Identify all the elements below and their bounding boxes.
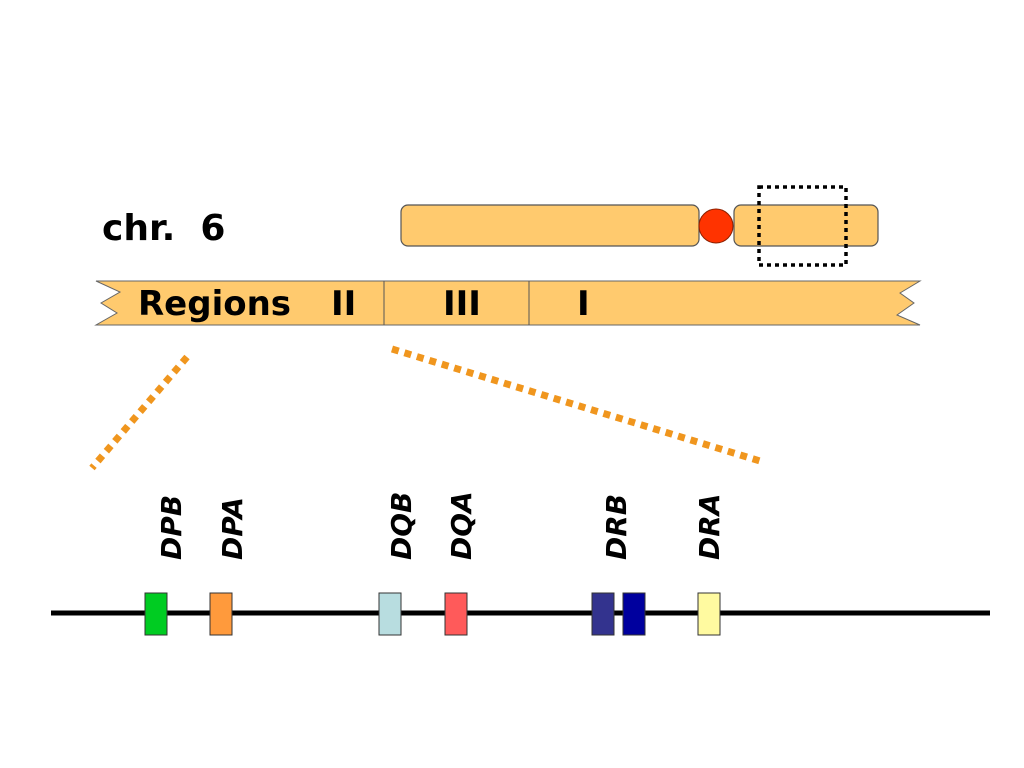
gene-label-dqa: DQA: [445, 491, 478, 560]
banner-shape: [94, 280, 922, 326]
gene-block-drb: [591, 592, 615, 636]
region-label-ii: II: [331, 284, 356, 324]
gene-label-dpa: DPA: [216, 497, 249, 560]
gene-label-dpb: DPB: [155, 495, 188, 560]
gene-block-dra: [697, 592, 721, 636]
gene-block-dpa: [209, 592, 233, 636]
chromosome-q-arm: [733, 204, 879, 247]
chromosome-ideogram: [400, 185, 879, 267]
gene-block-dpb: [144, 592, 168, 636]
centromere: [698, 208, 734, 244]
regions-title: Regions: [138, 284, 291, 324]
zoom-connectors: [89, 345, 762, 471]
chromosome-p-arm: [400, 204, 700, 247]
gene-map: DPB DPA DQB DQA DRB DRA: [51, 491, 990, 636]
gene-label-dqb: DQB: [385, 492, 418, 560]
zoom-region-box: [757, 185, 848, 267]
region-label-i: I: [577, 284, 590, 324]
gene-block-dqa: [444, 592, 468, 636]
region-label-iii: III: [443, 284, 481, 324]
gene-label-dra: DRA: [693, 494, 726, 560]
gene-label-drb: DRB: [600, 494, 633, 560]
connector-line-left: [89, 354, 190, 471]
gene-block-drb-2: [622, 592, 646, 636]
connector-line-right: [390, 345, 762, 465]
regions-banner: Regions II III I: [94, 280, 922, 326]
gene-block-dqb: [378, 592, 402, 636]
chromosome-label: chr. 6: [102, 208, 225, 249]
